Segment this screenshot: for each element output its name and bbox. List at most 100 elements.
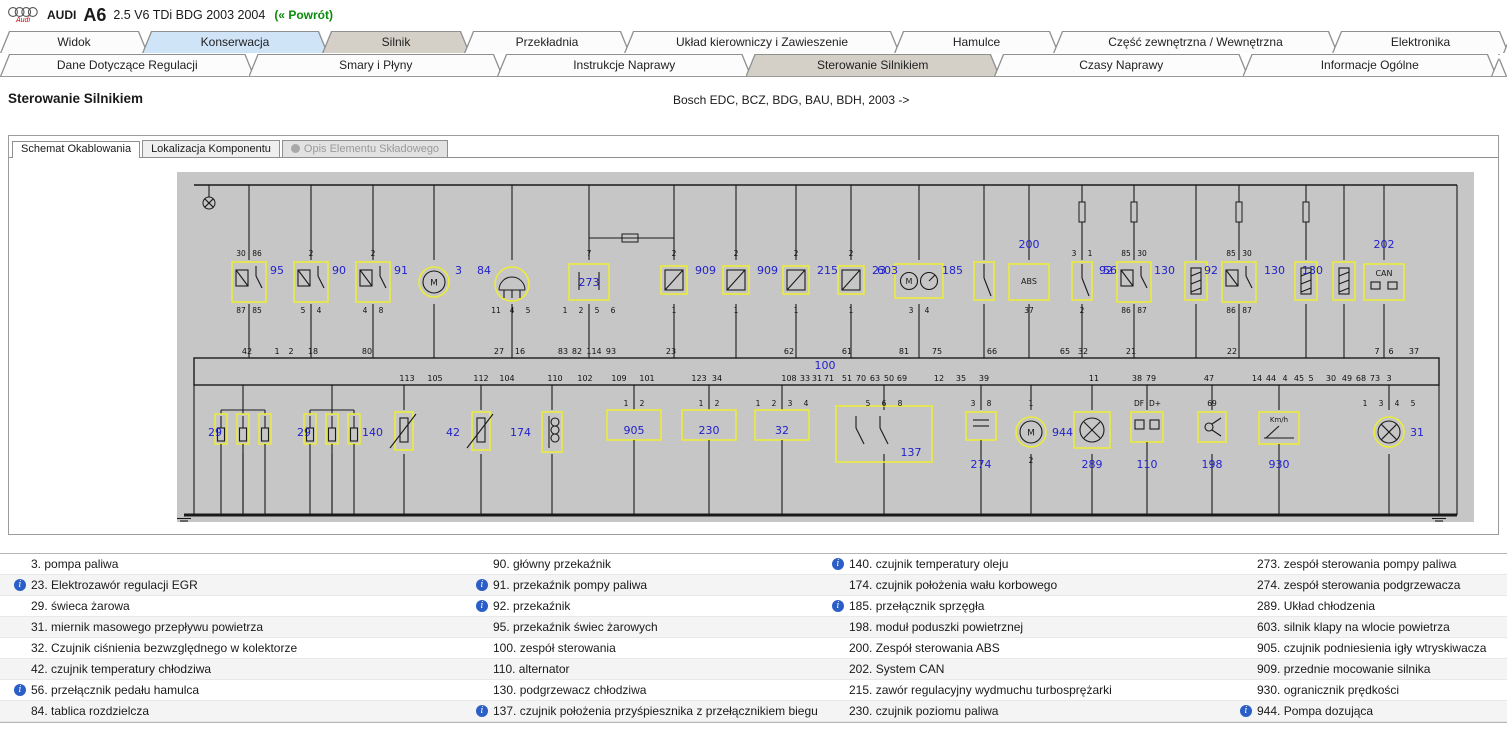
tab-hamulce[interactable]: Hamulce (894, 31, 1059, 53)
legend-item: i32. Czujnik ciśnienia bezwzględnego w k… (0, 641, 462, 655)
tab-czesc-zewnetrzna-wewnetrzna[interactable]: Część zewnętrzna / Wewnętrzna (1053, 31, 1338, 53)
component-29[interactable]: 29 (297, 385, 361, 515)
svg-text:56: 56 (1103, 264, 1117, 277)
tab-instrukcje-naprawy[interactable]: Instrukcje Naprawy (497, 54, 752, 76)
svg-text:1: 1 (624, 399, 629, 408)
view-tab-lokalizacja-komponentu[interactable]: Lokalizacja Komponentu (142, 140, 280, 157)
tab-informacje-ogolne[interactable]: Informacje Ogólne (1243, 54, 1498, 76)
legend-item-label: 289. Układ chłodzenia (1257, 599, 1376, 613)
svg-text:47: 47 (1204, 374, 1214, 383)
info-icon[interactable]: i (14, 579, 26, 591)
tab-przekladnia[interactable]: Przekładnia (464, 31, 630, 53)
legend-item: i100. zespół sterowania (462, 641, 818, 655)
svg-text:3: 3 (1379, 399, 1384, 408)
back-link[interactable]: (« Powrót) (274, 8, 333, 22)
tab-dane-dotyczace-regulacji[interactable]: Dane Dotyczące Regulacji (0, 54, 255, 76)
audi-logo-text: Audi (15, 17, 30, 24)
svg-text:37: 37 (1409, 347, 1419, 356)
info-icon[interactable]: i (476, 705, 488, 717)
component-130[interactable]: 130 (1302, 185, 1356, 358)
svg-text:30: 30 (1137, 249, 1147, 258)
svg-text:8: 8 (898, 399, 903, 408)
svg-text:83: 83 (558, 347, 568, 356)
component-42[interactable]: 42 (446, 385, 494, 515)
tab-silnik[interactable]: Silnik (322, 31, 470, 53)
component-185[interactable]: 185 (942, 185, 995, 358)
svg-text:1: 1 (849, 306, 854, 315)
component-174[interactable]: 174 (510, 385, 563, 515)
view-tab-schemat-okablowania[interactable]: Schemat Okablowania (12, 141, 141, 158)
info-icon[interactable]: i (14, 684, 26, 696)
tab-czasy-naprawy[interactable]: Czasy Naprawy (994, 54, 1249, 76)
svg-text:603: 603 (877, 264, 898, 277)
svg-text:3: 3 (1072, 249, 1077, 258)
legend-row: i42. czujnik temperatury chłodziwai110. … (0, 659, 1507, 680)
svg-text:86: 86 (1121, 306, 1131, 315)
svg-text:3: 3 (909, 306, 914, 315)
component-140[interactable]: 140 (362, 385, 417, 515)
tab-widok[interactable]: Widok (0, 31, 148, 53)
component-289[interactable]: 289 (1073, 385, 1111, 515)
component-3[interactable]: M3 (418, 185, 462, 358)
svg-text:200: 200 (1019, 238, 1040, 251)
tab-elektronika[interactable]: Elektronika (1332, 31, 1507, 53)
legend-item-label: 110. alternator (493, 662, 570, 676)
legend-item-label: 185. przełącznik sprzęgła (849, 599, 985, 613)
legend-item-label: 215. zawór regulacyjny wydmuchu turbospr… (849, 683, 1112, 697)
svg-text:2: 2 (734, 249, 739, 258)
svg-text:100: 100 (815, 359, 836, 372)
info-icon[interactable]: i (476, 600, 488, 612)
info-icon[interactable]: i (832, 600, 844, 612)
component-29[interactable]: 29 (208, 385, 272, 515)
tab-sterowanie-silnikiem[interactable]: Sterowanie Silnikiem (746, 54, 1001, 76)
svg-text:289: 289 (1082, 458, 1103, 471)
svg-text:4: 4 (1282, 374, 1287, 383)
tab-smary-i-plyny[interactable]: Smary i Płyny (249, 54, 504, 76)
info-icon[interactable]: i (832, 558, 844, 570)
svg-text:27: 27 (494, 347, 504, 356)
svg-text:85: 85 (1226, 249, 1236, 258)
svg-text:109: 109 (611, 374, 626, 383)
info-icon[interactable]: i (1240, 705, 1252, 717)
tab-konserwacja[interactable]: Konserwacja (142, 31, 328, 53)
legend-item-label: 230. czujnik poziomu paliwa (849, 704, 999, 718)
component-130[interactable]: 130 (1154, 185, 1208, 358)
component-130[interactable]: 130 (1264, 185, 1318, 358)
tab-label: Dane Dotyczące Regulacji (56, 58, 198, 72)
svg-text:130: 130 (1264, 264, 1285, 277)
svg-text:90: 90 (332, 264, 346, 277)
tab-uklad-kierowniczy-i-zawieszenie[interactable]: Układ kierowniczy i Zawieszenie (624, 31, 900, 53)
info-icon[interactable]: i (476, 579, 488, 591)
view-tab-label: Lokalizacja Komponentu (151, 142, 271, 155)
page-title: Sterowanie Silnikiem (8, 91, 144, 106)
svg-text:1: 1 (274, 347, 279, 356)
svg-text:93: 93 (606, 347, 616, 356)
